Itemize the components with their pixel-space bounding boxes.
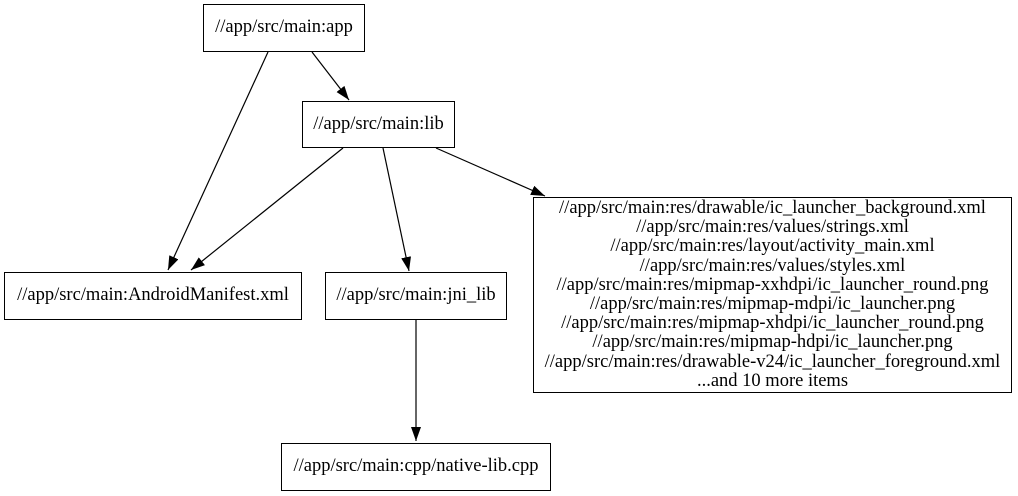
node-label-line: //app/src/main:res/values/styles.xml: [639, 255, 906, 276]
edge-lib-to-android-manifest: [190, 147, 344, 271]
edge-app-to-lib: [311, 51, 350, 101]
node-label-line: //app/src/main:res/mipmap-mdpi/ic_launch…: [589, 294, 956, 314]
node-label-line: //app/src/main:res/drawable/ic_launcher_…: [559, 197, 986, 218]
graph-node-res-files: //app/src/main:res/drawable/ic_launcher_…: [533, 197, 1012, 393]
graph-node-android-manifest: //app/src/main:AndroidManifest.xml: [4, 272, 302, 320]
node-label-line: //app/src/main:res/drawable-v24/ic_launc…: [544, 351, 1001, 372]
edge-lib-to-jni-lib: [382, 147, 411, 272]
node-label-line: ...and 10 more items: [696, 370, 849, 391]
graph-node-native-lib-cpp: //app/src/main:cpp/native-lib.cpp: [281, 443, 551, 491]
node-label-line: //app/src/main:res/mipmap-xxhdpi/ic_laun…: [556, 274, 989, 295]
node-label-line: //app/src/main:res/mipmap-hdpi/ic_launch…: [592, 332, 953, 353]
node-label: //app/src/main:AndroidManifest.xml: [17, 285, 289, 306]
graph-node-jni-lib: //app/src/main:jni_lib: [325, 272, 507, 320]
graph-node-app: //app/src/main:app: [203, 4, 365, 52]
node-label: //app/src/main:lib: [313, 113, 444, 134]
node-label-line: //app/src/main:res/values/strings.xml: [636, 217, 909, 238]
node-label: //app/src/main:app: [215, 17, 353, 38]
edge-app-to-android-manifest: [167, 51, 269, 271]
node-label-line: //app/src/main:res/layout/activity_main.…: [610, 236, 935, 257]
edge-lib-to-res-files: [435, 147, 546, 197]
graph-node-lib: //app/src/main:lib: [302, 101, 455, 148]
node-label: //app/src/main:cpp/native-lib.cpp: [293, 456, 539, 477]
node-label-line: //app/src/main:res/mipmap-xhdpi/ic_launc…: [561, 313, 984, 334]
node-label: //app/src/main:jni_lib: [336, 285, 496, 306]
